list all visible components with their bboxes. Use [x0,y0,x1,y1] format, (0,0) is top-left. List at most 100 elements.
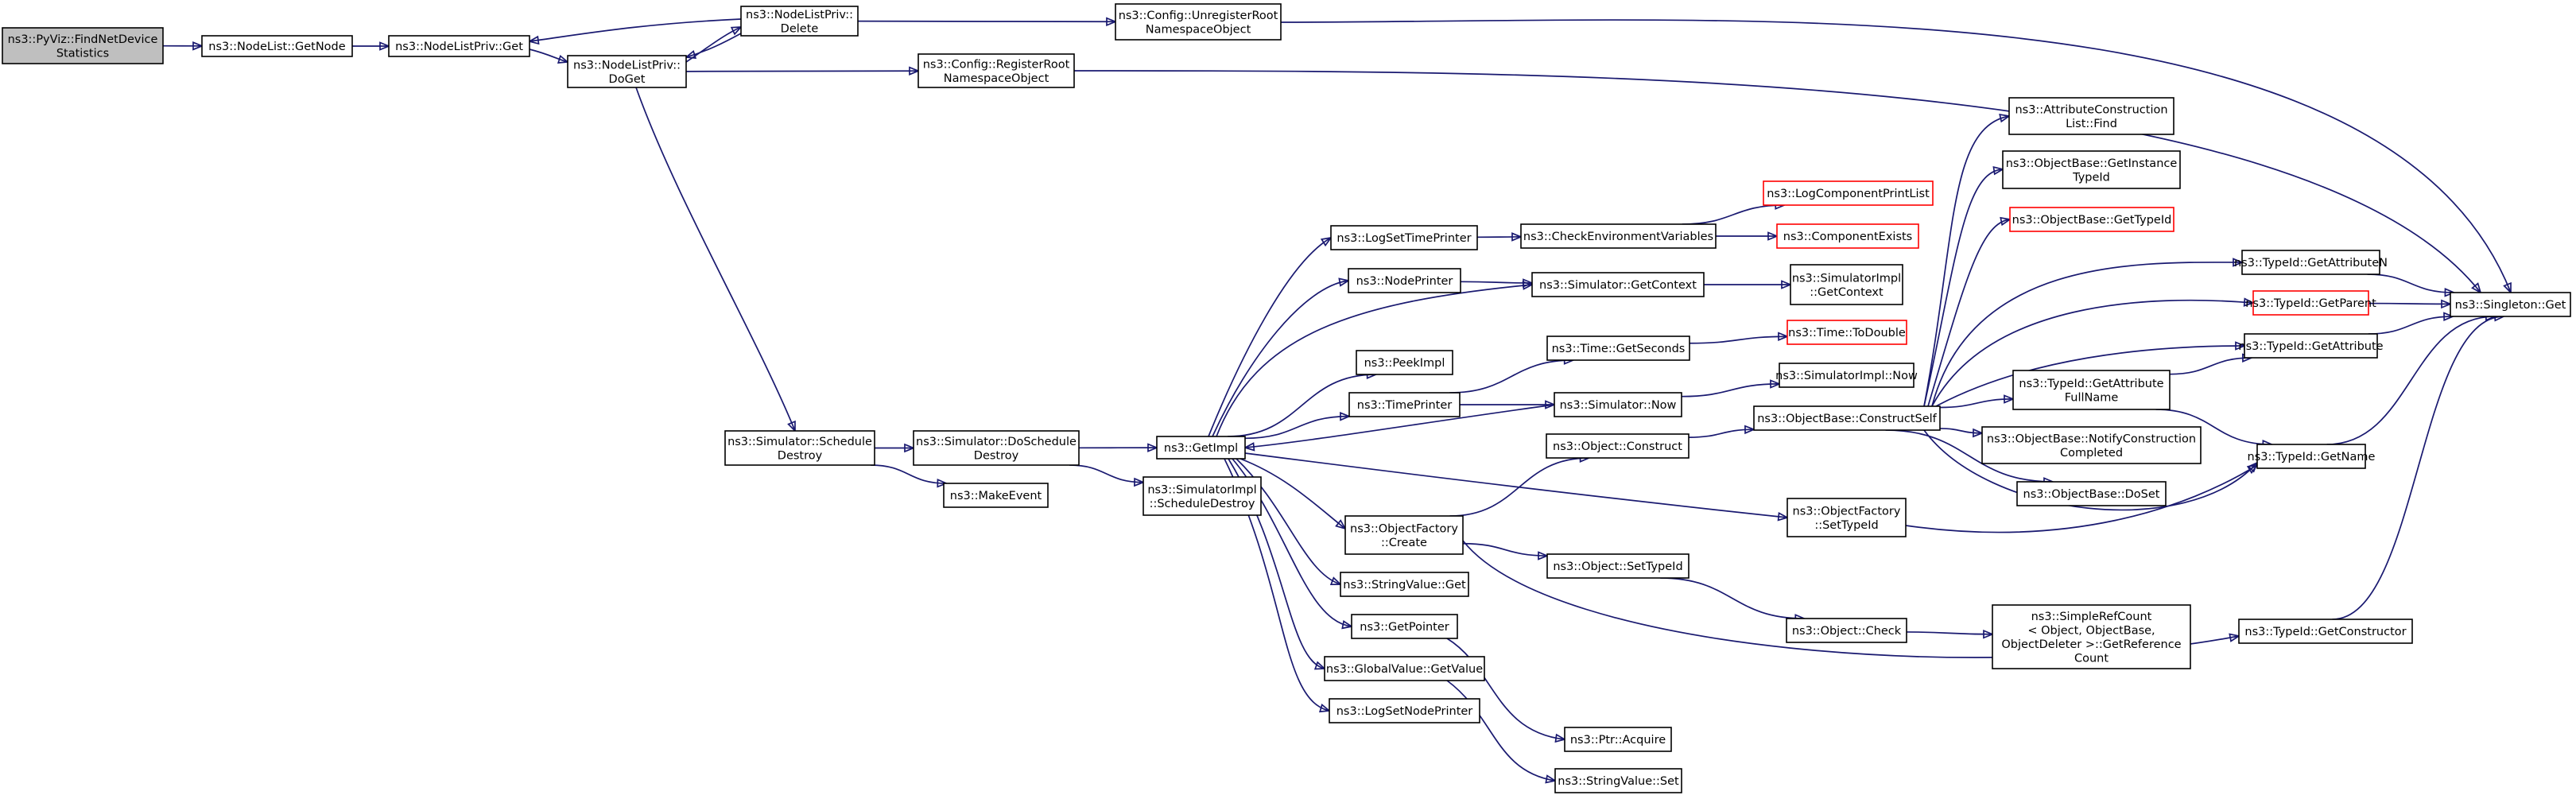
arrowhead-icon [2471,282,2482,294]
edge-objbase_construct_self-to-objbase_get_instance_typeid [1923,165,2005,407]
node-comp-exists[interactable]: ns3::ComponentExists [1776,223,1919,249]
node-box [1546,336,1690,361]
node-obj-set-typeid[interactable]: ns3::Object::SetTypeId [1546,553,1690,579]
node-obj-construct[interactable]: ns3::Object::Construct [1546,433,1690,459]
node-label: DoGet [609,73,646,86]
node-singleton-get[interactable]: ns3::Singleton::Get [2450,292,2571,317]
edge-nlp_doget-to-nlp_delete [685,26,743,63]
edge-line [1446,638,1565,740]
node-log-comp-print-list[interactable]: ns3::LogComponentPrintList [1763,180,1934,206]
node-typeid-get-attribute-n[interactable]: ns3::TypeId::GetAttributeN [2234,250,2388,275]
arrowhead-icon [2235,341,2247,351]
node-globalvalue-getvalue[interactable]: ns3::GlobalValue::GetValue [1324,656,1485,681]
node-objbase-get-typeid[interactable]: ns3::ObjectBase::GetTypeId [2009,207,2174,232]
node-box [1531,272,1705,297]
node-nlp-delete[interactable]: ns3::NodeListPriv::Delete [740,6,859,37]
node-objbase-doset[interactable]: ns3::ObjectBase::DoSet [2016,481,2167,506]
arrowhead-icon [1340,412,1352,421]
edge-line [857,20,1116,23]
node-getimpl[interactable]: ns3::GetImpl [1156,436,1246,460]
node-strvalue-set[interactable]: ns3::StringValue::Set [1554,768,1682,793]
node-box [1356,350,1453,375]
node-label: ns3::TypeId::GetAttribute [2238,340,2383,353]
node-label: ns3::GlobalValue::GetValue [1326,663,1483,676]
node-time-get-seconds[interactable]: ns3::Time::GetSeconds [1546,336,1690,361]
node-typeid-get-name[interactable]: ns3::TypeId::GetName [2248,444,2376,469]
node-box [1156,436,1246,460]
node-objbase-construct-self[interactable]: ns3::ObjectBase::ConstructSelf [1753,405,1941,431]
node-box [740,6,859,37]
node-box [1776,223,1919,249]
edge-line [2332,316,2504,620]
node-typeid-get-constructor[interactable]: ns3::TypeId::GetConstructor [2238,619,2413,644]
edge-objfactory_create-to-obj_set_typeid [1462,542,1550,560]
node-label: ns3::StringValue::Get [1343,579,1466,591]
node-label: ns3::Time::ToDouble [1788,327,1906,339]
node-typeid-get-attribute[interactable]: ns3::TypeId::GetAttribute [2238,333,2384,359]
edge-cfg_reg-to-singleton_get [1073,70,2482,294]
edge-pyviz-to-nl_getnode [162,41,204,51]
node-box [2,27,164,64]
node-box [1763,180,1934,206]
arrowhead-icon [1313,661,1327,670]
edge-line [1244,415,1350,440]
node-log-set-time-printer[interactable]: ns3::LogSetTimePrinter [1330,225,1478,250]
arrowhead-icon [2443,312,2455,321]
node-label: ::Create [1381,537,1427,549]
node-simimpl-now[interactable]: ns3::SimulatorImpl::Now [1775,363,1918,388]
node-objfactory-create[interactable]: ns3::ObjectFactory::Create [1344,515,1464,555]
node-nl-getnode[interactable]: ns3::NodeList::GetNode [201,35,353,57]
node-box [1344,515,1464,555]
edge-log_set_time_printer-to-check_env_vars [1476,232,1523,242]
edge-line [1939,428,1983,434]
edge-line [1449,359,1573,394]
node-box [913,430,1080,466]
node-obj-check[interactable]: ns3::Object::Check [1786,618,1907,643]
node-box [1329,698,1480,723]
node-check-env-vars[interactable]: ns3::CheckEnvironmentVariables [1520,223,1717,249]
arrowhead-icon [1318,704,1332,713]
node-peek-impl[interactable]: ns3::PeekImpl [1356,350,1453,375]
edge-line [1240,458,1346,529]
node-nlp-get[interactable]: ns3::NodeListPriv::Get [388,35,530,57]
node-sim-get-context[interactable]: ns3::Simulator::GetContext [1531,272,1705,297]
edge-sim_do_schedule_destroy-to-getimpl [1078,443,1159,452]
node-label: ns3::Time::GetSeconds [1552,343,1686,355]
node-log-set-node-printer[interactable]: ns3::LogSetNodePrinter [1329,698,1480,723]
node-ptr-acquire[interactable]: ns3::Ptr::Acquire [1564,727,1672,752]
arrowhead-icon [1335,519,1347,530]
node-nlp-doget[interactable]: ns3::NodeListPriv::DoGet [567,55,687,88]
edge-nlp_delete-to-cfg_unreg [857,17,1118,27]
node-strvalue-get[interactable]: ns3::StringValue::Get [1340,572,1469,597]
node-simimpl-sched-destroy[interactable]: ns3::SimulatorImpl::ScheduleDestroy [1143,476,1262,516]
node-objfactory-set-typeid[interactable]: ns3::ObjectFactory::SetTypeId [1787,498,1907,537]
node-label: List::Find [2066,118,2117,130]
node-sim-schedule-destroy[interactable]: ns3::Simulator::ScheduleDestroy [724,430,875,466]
node-box [918,53,1075,88]
edge-line [1244,404,1555,448]
node-get-pointer[interactable]: ns3::GetPointer [1351,614,1458,639]
edge-node_printer-to-sim_get_context [1460,278,1534,288]
node-box [943,483,1049,508]
node-simple-ref-count[interactable]: ns3::SimpleRefCount< Object, ObjectBase,… [1992,604,2191,669]
node-typeid-get-parent[interactable]: ns3::TypeId::GetParent [2245,290,2376,316]
node-objbase-notify-construction[interactable]: ns3::ObjectBase::NotifyConstructionCompl… [1981,426,2202,464]
node-make-event[interactable]: ns3::MakeEvent [943,483,1049,508]
node-node-printer[interactable]: ns3::NodePrinter [1348,268,1461,293]
edge-time_printer-to-sim_now [1459,400,1557,409]
node-time-printer[interactable]: ns3::TimePrinter [1348,392,1461,417]
edge-line [685,26,742,63]
edge-line [685,70,919,72]
node-simimpl-get-context[interactable]: ns3::SimulatorImpl::GetContext [1790,264,1903,305]
arrowhead-icon [904,443,916,453]
node-box [1546,553,1690,579]
node-sim-now[interactable]: ns3::Simulator::Now [1554,392,1682,417]
node-time-to-double[interactable]: ns3::Time::ToDouble [1787,320,1907,345]
node-cfg-unreg[interactable]: ns3::Config::UnregisterRootNamespaceObje… [1115,3,1282,41]
